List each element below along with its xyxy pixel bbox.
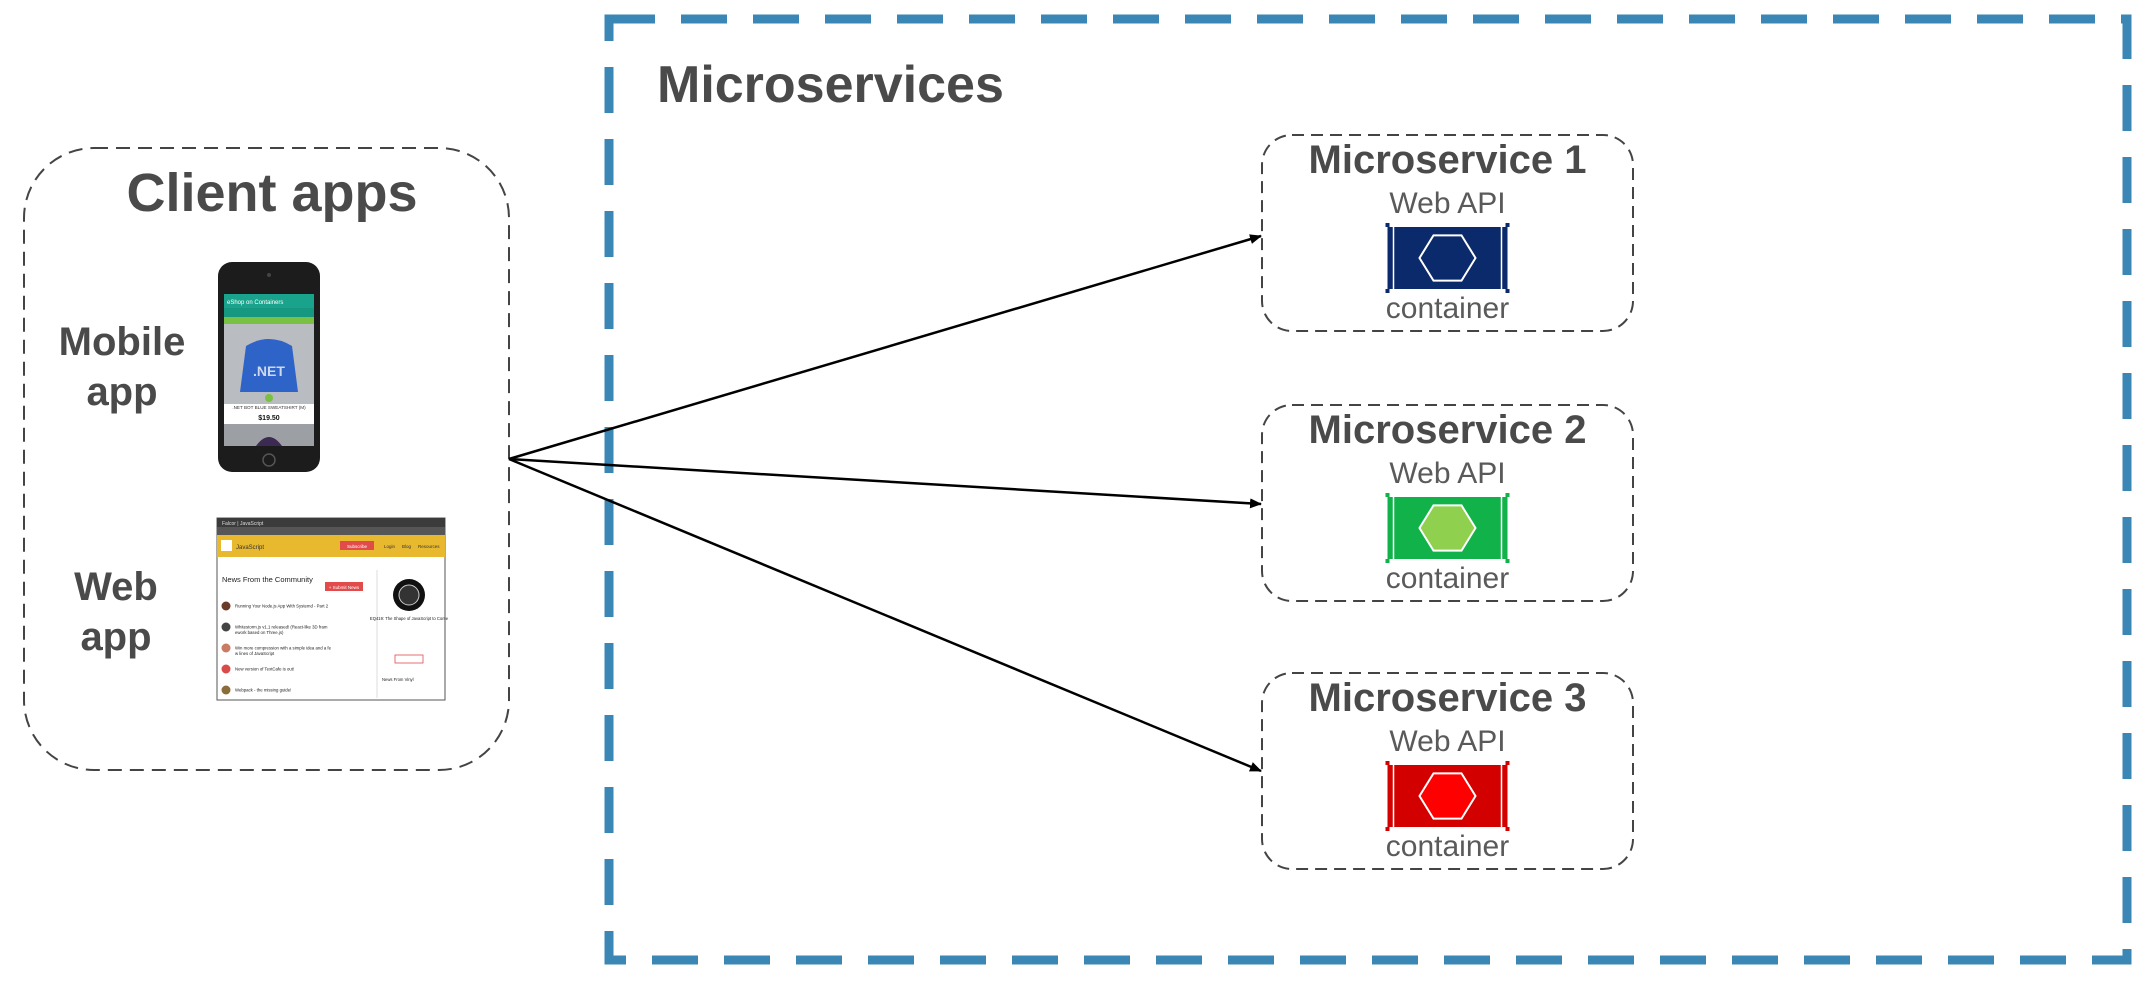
news-avatar	[221, 601, 231, 611]
web-site-name: JavaScript	[236, 545, 264, 551]
client-apps-title: Client apps	[126, 163, 417, 223]
web-browser-image: Falcor | JavaScript JavaScript Subscribe…	[216, 517, 449, 701]
microservice-box	[1261, 404, 1634, 602]
news-item: New version of TextCafe is out!	[235, 667, 294, 672]
web-api-label: Web API	[1389, 725, 1505, 758]
mobile-app-label-line2: app	[86, 370, 157, 414]
mobile-app-label-line1: Mobile	[59, 320, 186, 364]
phone-product-price: $19.50	[258, 415, 280, 422]
phone-product-name: .NET BOT BLUE SWEATSHIRT (M)	[232, 405, 306, 410]
microservice-2: Microservice 2 Web API container	[1261, 404, 1634, 602]
news-avatar	[221, 622, 231, 632]
web-nav-link-1: Login	[384, 544, 396, 549]
web-news-list: Running Your Node.js App With Systemd - …	[221, 601, 332, 695]
news-item: Win more compression with a simple idea …	[235, 646, 332, 651]
web-nav-link-2: Blog	[402, 544, 412, 549]
container-label: container	[1386, 292, 1509, 325]
web-sidebar-news: News From Vinyl	[382, 677, 414, 682]
news-avatar	[221, 685, 231, 695]
hexagon-icon	[1418, 772, 1477, 820]
news-item-cont: ework based on Three.js)	[235, 630, 284, 635]
web-tab-title: Falcor | JavaScript	[222, 521, 264, 527]
web-api-label: Web API	[1389, 457, 1505, 490]
microservices-boundary	[604, 14, 2132, 965]
microservice-box	[1261, 672, 1634, 870]
microservice-1: Microservice 1 Web API container	[1261, 134, 1634, 332]
arrow-to-microservice-1	[508, 234, 1262, 461]
web-submit-button: + Submit News	[329, 585, 360, 590]
phone-product-logo: .NET	[253, 363, 285, 379]
container-icon	[1385, 761, 1510, 831]
container-label: container	[1386, 562, 1509, 595]
web-api-label: Web API	[1389, 187, 1505, 220]
container-label: container	[1386, 830, 1509, 863]
news-avatar	[221, 664, 231, 674]
microservice-box	[1261, 134, 1634, 332]
arrow-to-microservice-3	[508, 457, 1262, 773]
web-nav-link-3: Resources	[418, 544, 440, 549]
news-item: Webpack - the missing guide!	[235, 688, 291, 693]
web-app-label-line1: Web	[74, 565, 158, 609]
news-item: Running Your Node.js App With Systemd - …	[235, 604, 329, 609]
phone-header-text: eShop on Containers	[227, 300, 283, 306]
news-avatar	[221, 643, 231, 653]
web-sidebar-title: EQ419: The Shape of JavaScript to Come	[370, 616, 449, 621]
microservice-name: Microservice 1	[1309, 138, 1587, 182]
container-icon	[1385, 493, 1510, 563]
hexagon-icon	[1418, 504, 1477, 552]
web-cta-button: Subscribe	[347, 544, 368, 549]
web-app-label-line2: app	[80, 615, 151, 659]
web-section-title: News From the Community	[222, 575, 313, 584]
container-icon	[1385, 223, 1510, 293]
mobile-phone-image: eShop on Containers .NET .NET BOT BLUE S…	[218, 262, 320, 472]
arrow-to-microservice-2	[508, 457, 1262, 509]
microservices-title: Microservices	[657, 56, 1004, 114]
microservice-name: Microservice 3	[1309, 676, 1587, 720]
microservice-name: Microservice 2	[1309, 408, 1587, 452]
hexagon-icon	[1418, 234, 1477, 282]
microservice-3: Microservice 3 Web API container	[1261, 672, 1634, 870]
news-item-cont: w lines of JavaScript	[235, 651, 275, 656]
news-item: Whitestorm.js v1.1 released! (React-like…	[235, 625, 328, 630]
